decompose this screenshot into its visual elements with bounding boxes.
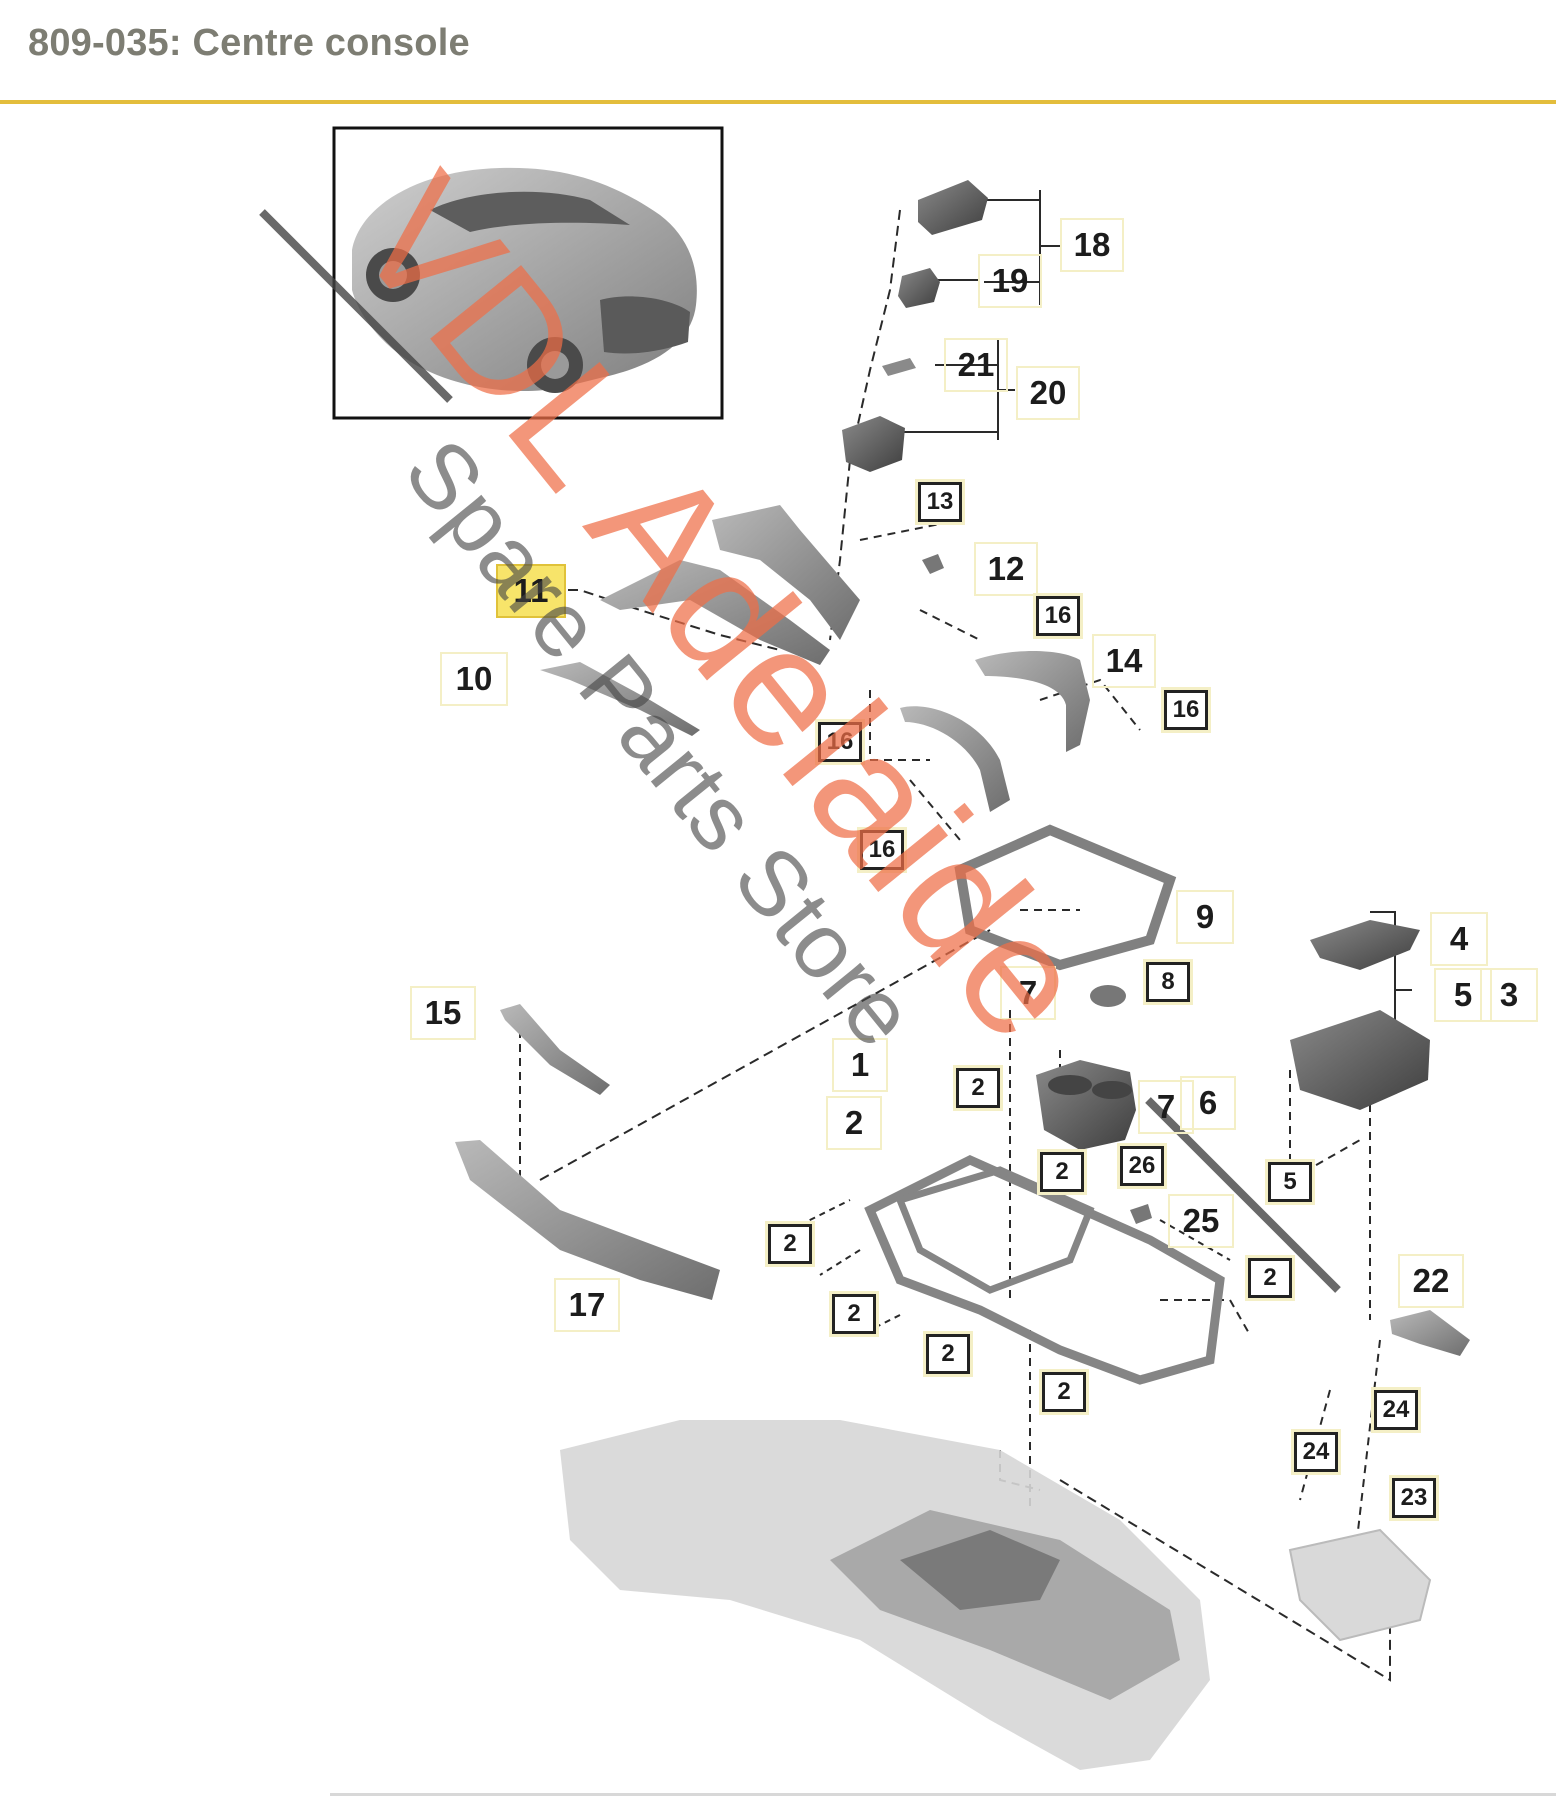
callout-5[interactable]: 5 — [1265, 1159, 1315, 1205]
callout-4[interactable]: 4 — [1430, 912, 1488, 966]
callout-2[interactable]: 2 — [829, 1291, 879, 1337]
callout-5[interactable]: 5 — [1434, 968, 1492, 1022]
callout-2[interactable]: 2 — [1245, 1255, 1295, 1301]
callout-12[interactable]: 12 — [974, 542, 1038, 596]
vehicle-overview-inset — [332, 126, 724, 420]
watermark-stroke-bottom — [1145, 1097, 1341, 1293]
callout-7[interactable]: 7 — [1138, 1080, 1194, 1134]
callout-2[interactable]: 2 — [1037, 1149, 1087, 1195]
callout-24[interactable]: 24 — [1371, 1387, 1421, 1433]
callout-25[interactable]: 25 — [1168, 1194, 1234, 1248]
callout-20[interactable]: 20 — [1016, 366, 1080, 420]
callout-2[interactable]: 2 — [923, 1331, 973, 1377]
callout-13[interactable]: 13 — [915, 479, 965, 525]
callout-3[interactable]: 3 — [1480, 968, 1538, 1022]
callout-8[interactable]: 8 — [1143, 959, 1193, 1005]
callout-19[interactable]: 19 — [978, 254, 1042, 308]
callout-1[interactable]: 1 — [832, 1038, 888, 1092]
callout-2[interactable]: 2 — [1039, 1369, 1089, 1415]
callout-17[interactable]: 17 — [554, 1278, 620, 1332]
callout-7[interactable]: 7 — [1000, 966, 1056, 1020]
callout-16[interactable]: 16 — [857, 827, 907, 873]
callout-23[interactable]: 23 — [1389, 1475, 1439, 1521]
parts — [455, 180, 1470, 1770]
exploded-parts-diagram — [259, 126, 1470, 1770]
callout-16[interactable]: 16 — [1033, 593, 1083, 639]
page-title: 809-035: Centre console — [28, 22, 470, 64]
callout-22[interactable]: 22 — [1398, 1254, 1464, 1308]
callout-10[interactable]: 10 — [440, 652, 508, 706]
callout-24[interactable]: 24 — [1291, 1429, 1341, 1475]
callout-9[interactable]: 9 — [1176, 890, 1234, 944]
bottom-rule — [330, 1793, 1556, 1796]
header-bar: 809-035: Centre console — [0, 0, 1556, 104]
callout-11-selected[interactable]: 11 — [496, 564, 566, 618]
callout-2[interactable]: 2 — [953, 1065, 1003, 1111]
callout-2[interactable]: 2 — [765, 1221, 815, 1267]
callout-18[interactable]: 18 — [1060, 218, 1124, 272]
callout-21[interactable]: 21 — [944, 338, 1008, 392]
callout-16[interactable]: 16 — [1161, 687, 1211, 733]
callout-14[interactable]: 14 — [1092, 634, 1156, 688]
callout-6[interactable]: 6 — [1180, 1076, 1236, 1130]
watermark-stroke-top — [259, 209, 453, 403]
callout-16[interactable]: 16 — [815, 719, 865, 765]
callout-26[interactable]: 26 — [1117, 1143, 1167, 1189]
callout-15[interactable]: 15 — [410, 986, 476, 1040]
callout-2[interactable]: 2 — [826, 1096, 882, 1150]
